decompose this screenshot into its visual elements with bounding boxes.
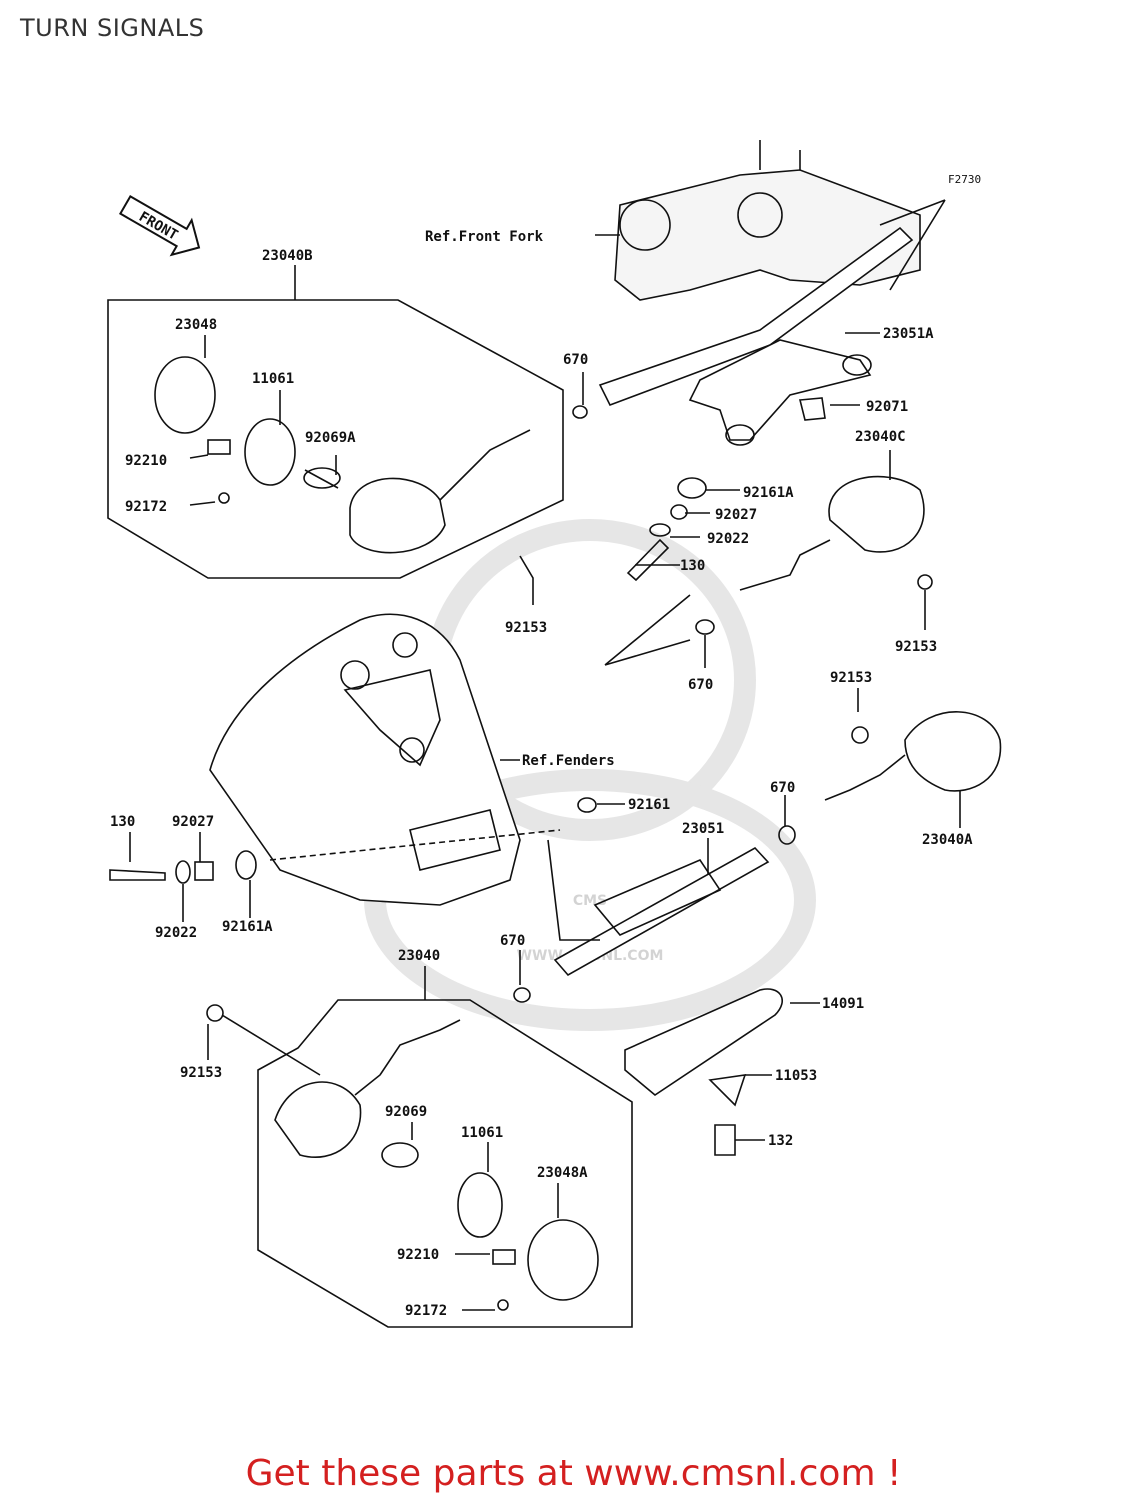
label-23051: 23051 [682,821,724,837]
bar-23051A [598,226,914,407]
label-92172-bot: 92172 [405,1303,447,1319]
label-23040B: 23040B [262,248,313,264]
label-130-left: 130 [110,814,135,830]
label-23040: 23040 [398,948,440,964]
ref-front-fork: Ref.Front Fork [425,229,544,245]
ref-fenders: Ref.Fenders [522,753,615,769]
label-92161A-top: 92161A [743,485,794,501]
label-92172-top: 92172 [125,499,167,515]
label-132: 132 [768,1133,793,1149]
label-23048A: 23048A [537,1165,588,1181]
label-23048: 23048 [175,317,217,333]
label-92153-c: 92153 [830,670,872,686]
front-arrow-icon: FRONT [118,194,201,257]
label-670-c: 670 [770,780,795,796]
label-14091: 14091 [822,996,864,1012]
group-box-23040B [107,299,564,579]
label-92069A: 92069A [305,430,356,446]
label-92153-d: 92153 [180,1065,222,1081]
label-92153-a: 92153 [505,620,547,636]
label-11061-bot: 11061 [461,1125,503,1141]
label-670-d: 670 [500,933,525,949]
label-23040C: 23040C [855,429,906,445]
label-92022-left: 92022 [155,925,197,941]
signal-housing-23040B [349,477,446,554]
label-130-top: 130 [680,558,705,574]
label-92161: 92161 [628,797,670,813]
label-11053: 11053 [775,1068,817,1084]
label-92153-b: 92153 [895,639,937,655]
label-92210-bot: 92210 [397,1247,439,1263]
label-670-b: 670 [688,677,713,693]
front-fender [209,613,521,906]
group-box-23040 [257,999,633,1328]
label-92027-top: 92027 [715,507,757,523]
signal-housing-23040 [274,1081,362,1158]
label-92071: 92071 [866,399,908,415]
diagram-code: F2730 [948,173,981,186]
bolt-130-top [626,538,670,582]
label-670-a: 670 [563,352,588,368]
label-23051A: 23051A [883,326,934,342]
footer-promo: Get these parts at www.cmsnl.com ! [245,1453,902,1494]
bar-23051 [553,846,770,977]
label-92069: 92069 [385,1104,427,1120]
label-23040A: 23040A [922,832,973,848]
label-92161A-left: 92161A [222,919,273,935]
signal-housing-23040A [904,711,1002,792]
watermark-brand: CMS [573,893,607,909]
page-title: TURN SIGNALS [20,14,205,42]
cover-14091 [624,988,783,1096]
label-92210-top: 92210 [125,453,167,469]
signal-housing-23040C [828,475,925,553]
label-11061-top: 11061 [252,371,294,387]
label-92022-top: 92022 [707,531,749,547]
label-92027-left: 92027 [172,814,214,830]
